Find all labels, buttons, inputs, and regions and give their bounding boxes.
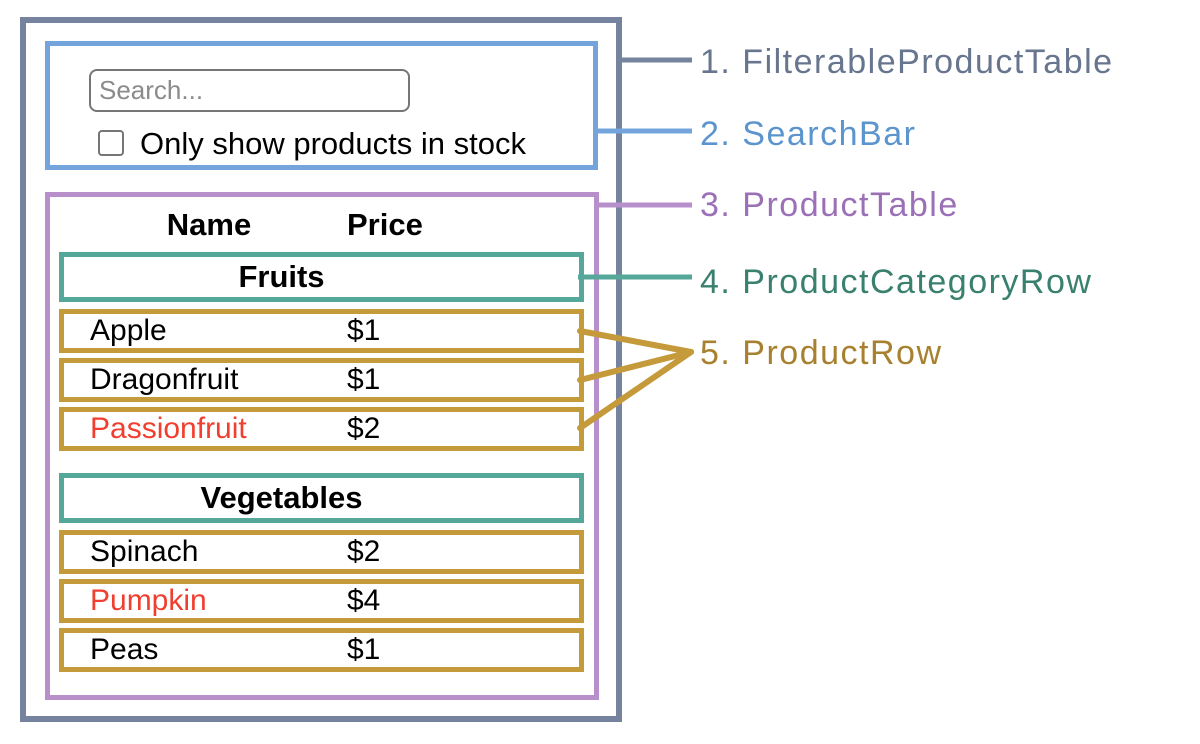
product-category-row: Vegetables (59, 473, 584, 523)
category-label: Fruits (238, 259, 325, 294)
legend-item-4: 4. ProductCategoryRow (700, 263, 1093, 301)
product-row: Dragonfruit $1 (59, 358, 584, 402)
product-price: $2 (347, 412, 381, 445)
product-price: $1 (347, 363, 381, 396)
product-name: Pumpkin (90, 584, 207, 617)
in-stock-checkbox[interactable] (98, 130, 124, 156)
product-name: Spinach (90, 535, 199, 568)
product-row: Pumpkin $4 (59, 579, 584, 623)
legend-item-2: 2. SearchBar (700, 115, 917, 153)
product-name: Apple (90, 314, 167, 347)
legend-item-1: 1. FilterableProductTable (700, 43, 1114, 81)
column-header-price: Price (347, 207, 423, 242)
product-row: Apple $1 (59, 309, 584, 353)
product-price: $1 (347, 314, 381, 347)
product-row: Passionfruit $2 (59, 407, 584, 451)
column-header-name: Name (166, 207, 252, 242)
category-label: Vegetables (200, 480, 363, 515)
product-name: Dragonfruit (90, 363, 239, 396)
product-table-outline (45, 192, 599, 700)
product-price: $2 (347, 535, 381, 568)
product-price: $1 (347, 633, 381, 666)
product-name: Peas (90, 633, 159, 666)
product-row: Peas $1 (59, 628, 584, 672)
search-input[interactable] (89, 69, 410, 112)
in-stock-checkbox-label: Only show products in stock (140, 126, 526, 161)
product-row: Spinach $2 (59, 530, 584, 574)
product-category-row: Fruits (59, 252, 584, 302)
table-header-row: Name Price (59, 197, 584, 252)
product-price: $4 (347, 584, 381, 617)
product-name: Passionfruit (90, 412, 247, 445)
legend-item-3: 3. ProductTable (700, 186, 959, 224)
legend-item-5: 5. ProductRow (700, 334, 943, 372)
search-bar-outline (45, 41, 598, 170)
